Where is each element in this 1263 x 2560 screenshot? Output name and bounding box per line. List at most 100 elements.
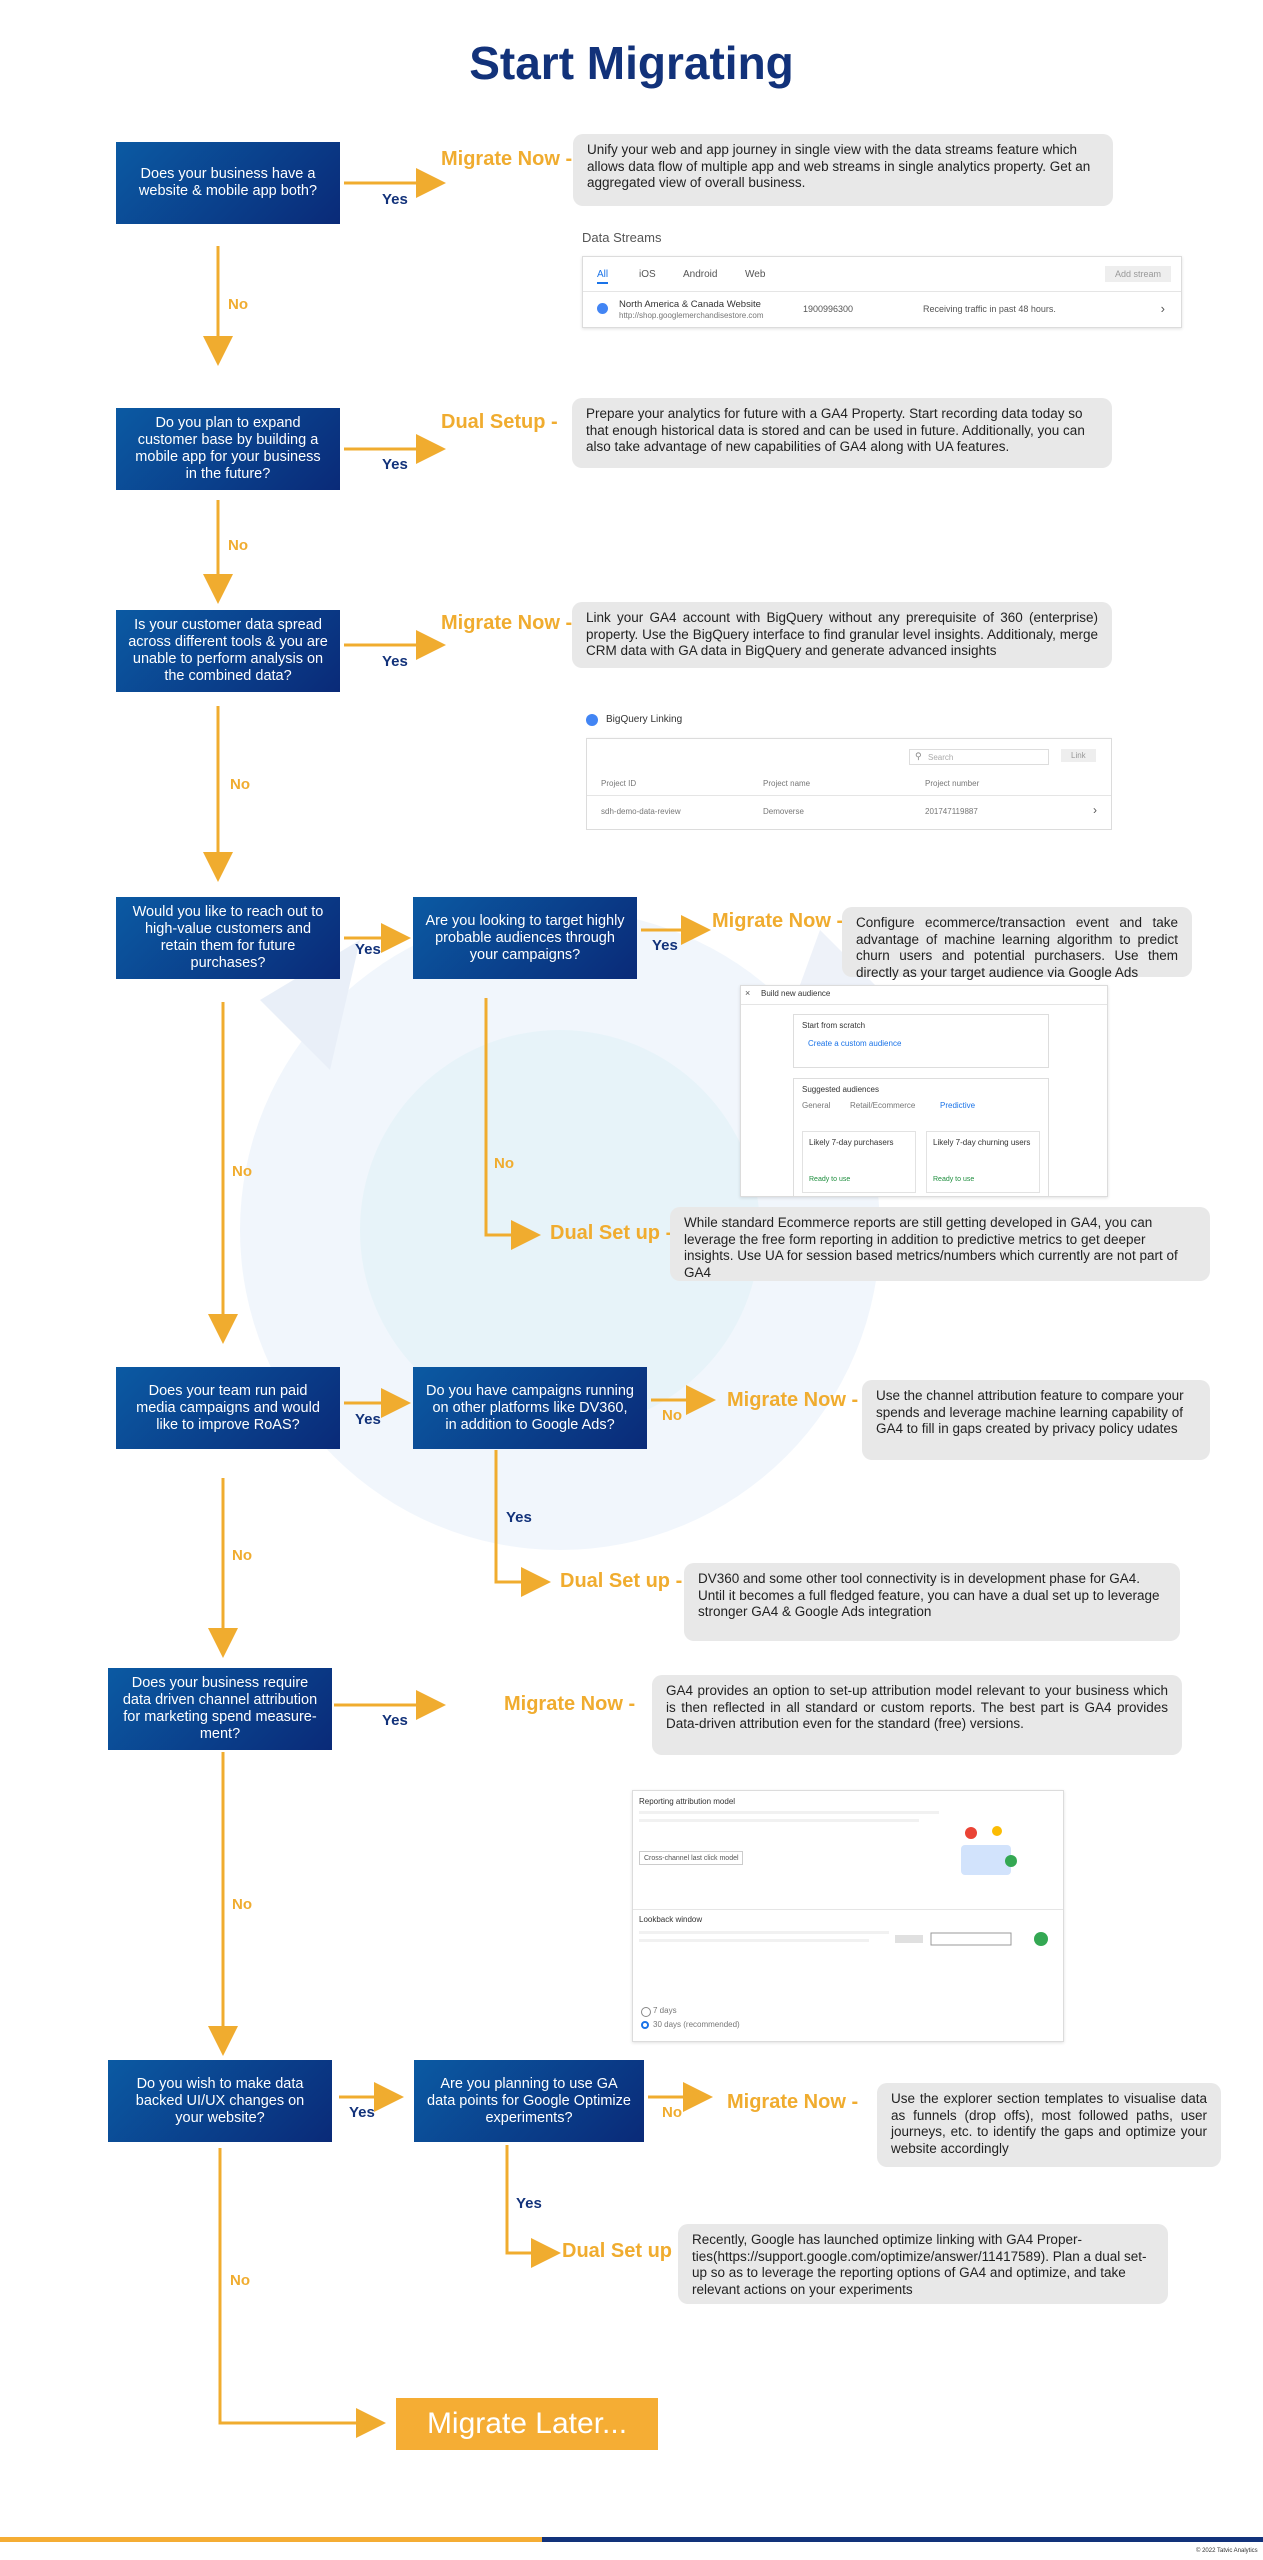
stream-id: 1900996300 (803, 304, 854, 314)
tab-web[interactable]: Web (745, 269, 766, 280)
migrate-now-label: Migrate Now - (712, 910, 844, 932)
dual-set-up-label: Dual Set up - (550, 1222, 673, 1244)
footer-bar-blue (542, 2537, 1263, 2542)
description-data-streams: Unify your web and app journey in single… (573, 134, 1113, 206)
description-dv360: DV360 and some other tool connectivity i… (684, 1563, 1180, 1641)
description-channel-attribution: Use the channel attribution feature to c… (862, 1380, 1210, 1460)
description-explorer: Use the explorer section templates to vi… (877, 2083, 1221, 2167)
cell-project-number: 201747119887 (925, 807, 978, 816)
stream-status: Receiving traffic in past 48 hours. (923, 304, 1056, 314)
tab-android[interactable]: Android (683, 269, 718, 280)
audience-title: Build new audience (761, 989, 831, 998)
question-box-dv360: Do you have campaigns running on other p… (413, 1367, 647, 1449)
yes-label: Yes (652, 937, 678, 954)
yes-label: Yes (355, 1411, 381, 1428)
migrate-now-label: Migrate Now - (441, 612, 573, 634)
audience-screenshot: × Build new audience Start from scratch … (740, 985, 1108, 1197)
attribution-model-select[interactable]: Cross-channel last click model (639, 1851, 743, 1865)
cell-project-name: Demoverse (763, 807, 804, 816)
question-box-customer-data: Is your customer data spread across diff… (116, 610, 340, 692)
question-box-target-audiences: Are you looking to target highly probabl… (413, 897, 637, 979)
data-streams-title: Data Streams (582, 230, 662, 245)
no-label: No (662, 2104, 682, 2121)
card-purchasers[interactable]: Likely 7-day purchasers (809, 1138, 894, 1147)
no-label: No (228, 296, 248, 313)
ready-badge: Ready to use (933, 1176, 975, 1183)
start-from-scratch: Start from scratch (802, 1021, 866, 1030)
dual-setup-label: Dual Setup - (441, 411, 558, 433)
page-title: Start Migrating (469, 37, 794, 89)
yes-label: Yes (382, 191, 408, 208)
tab-all[interactable]: All (597, 269, 609, 284)
question-box-channel-attribution: Does your business require data driven c… (108, 1668, 332, 1750)
data-streams-screenshot: All iOS Android Web Add stream North Ame… (582, 256, 1182, 328)
migrate-now-label: Migrate Now - (504, 1693, 636, 1715)
create-custom-audience[interactable]: Create a custom audience (808, 1039, 902, 1048)
radio-7-days[interactable] (641, 2007, 651, 2017)
link-button[interactable]: Link (1061, 749, 1096, 762)
suggested-audiences: Suggested audiences (802, 1085, 879, 1094)
close-icon[interactable]: × (745, 988, 751, 998)
bigquery-title: BigQuery Linking (606, 714, 683, 725)
bigquery-screenshot: BigQuery Linking Search ⚲ Link Project I… (586, 712, 1112, 830)
migrate-now-label: Migrate Now - (727, 2091, 859, 2113)
lookback-diagram (895, 1931, 1048, 1946)
no-label: No (230, 776, 250, 793)
description-optimize: Recently, Google has launched optimize l… (678, 2224, 1168, 2304)
option-7-days: 7 days (653, 2006, 677, 2015)
globe-icon (597, 303, 608, 314)
tab-predictive[interactable]: Predictive (940, 1101, 976, 1110)
search-icon: ⚲ (915, 751, 922, 761)
migrate-now-label: Migrate Now - (441, 148, 573, 170)
question-box-mobile-app: Do you plan to expand customer base by b… (116, 408, 340, 490)
tab-retail[interactable]: Retail/Ecommerce (850, 1101, 916, 1110)
question-box-paid-media: Does your team run paid media campaigns … (116, 1367, 340, 1449)
no-label: No (232, 1547, 252, 1564)
copyright: © 2022 Tatvic Analytics (1196, 2548, 1258, 2554)
chevron-right-icon[interactable]: › (1093, 803, 1097, 817)
yes-label: Yes (382, 653, 408, 670)
description-dual-setup: Prepare your analytics for future with a… (572, 398, 1112, 468)
stream-name[interactable]: North America & Canada Website (619, 299, 761, 310)
no-label: No (230, 2272, 250, 2289)
yes-label: Yes (516, 2195, 542, 2212)
no-label: No (232, 1896, 252, 1913)
description-ecommerce: While standard Ecommerce reports are sti… (670, 1207, 1210, 1281)
question-box-optimize: Are you planning to use GA data points f… (414, 2060, 644, 2142)
yes-label: Yes (382, 1712, 408, 1729)
dual-set-up-label: Dual Set up - (560, 1570, 683, 1592)
description-bigquery: Link your GA4 account with BigQuery with… (572, 602, 1112, 668)
description-attribution-model: GA4 provides an option to set-up attribu… (652, 1675, 1182, 1755)
yes-label: Yes (349, 2104, 375, 2121)
header-project-number: Project number (925, 779, 980, 788)
no-label: No (662, 1407, 682, 1424)
chevron-right-icon[interactable]: › (1160, 301, 1165, 316)
dual-set-up-label: Dual Set up - (562, 2240, 685, 2262)
attribution-screenshot: Reporting attribution model Cross-channe… (632, 1790, 1064, 2042)
ready-badge: Ready to use (809, 1176, 851, 1183)
stream-url: http://shop.googlemerchandisestore.com (619, 311, 764, 320)
no-label: No (232, 1163, 252, 1180)
header-project-name: Project name (763, 779, 811, 788)
yes-label: Yes (382, 456, 408, 473)
radio-30-days[interactable] (641, 2021, 649, 2029)
card-churning[interactable]: Likely 7-day churning users (933, 1138, 1031, 1147)
bigquery-icon (586, 714, 598, 726)
no-label: No (494, 1155, 514, 1172)
question-box-website-app: Does your business have a website & mobi… (116, 142, 340, 224)
attribution-title: Reporting attribution model (639, 1797, 736, 1806)
migrate-now-label: Migrate Now - (727, 1389, 859, 1411)
search-input[interactable]: Search (909, 749, 1049, 765)
add-stream-button[interactable]: Add stream (1104, 266, 1171, 282)
migrate-later-box: Migrate Later... (396, 2398, 658, 2450)
lookback-title: Lookback window (639, 1915, 703, 1924)
question-box-ui-ux: Do you wish to make data backed UI/UX ch… (108, 2060, 332, 2142)
description-audiences: Configure ecommerce/transaction event an… (842, 907, 1192, 980)
header-project-id: Project ID (601, 779, 637, 788)
tab-general[interactable]: General (802, 1101, 831, 1110)
yes-label: Yes (355, 941, 381, 958)
illustration-icon (951, 1821, 1021, 1881)
tab-ios[interactable]: iOS (639, 269, 656, 280)
yes-label: Yes (506, 1509, 532, 1526)
